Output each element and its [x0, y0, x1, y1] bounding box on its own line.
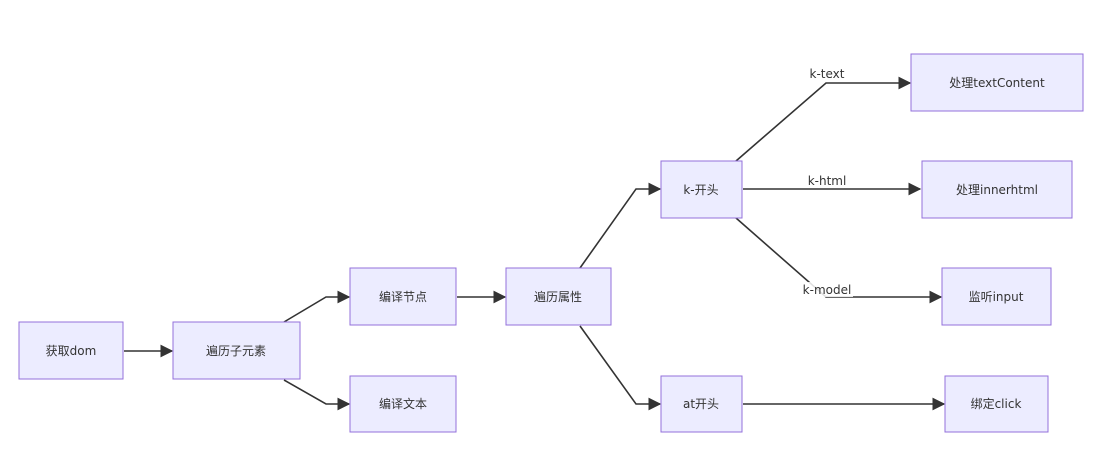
- edge-label-k-html: k-html: [806, 173, 848, 188]
- node-compile-text[interactable]: 编译文本: [349, 375, 457, 433]
- node-label: at开头: [683, 397, 719, 411]
- node-label: 编译节点: [379, 289, 427, 304]
- node-bind-click[interactable]: 绑定click: [944, 375, 1049, 433]
- edge-traverse-to-compile-text: [283, 379, 351, 411]
- node-listen-input[interactable]: 监听input: [941, 267, 1052, 326]
- node-label: 监听input: [969, 290, 1024, 304]
- node-label: 绑定click: [971, 396, 1022, 411]
- edge-label-text: k-html: [808, 174, 847, 188]
- node-label: 处理innerhtml: [956, 183, 1038, 197]
- node-label: 获取dom: [46, 344, 97, 358]
- node-compile-node[interactable]: 编译节点: [349, 267, 457, 326]
- node-label: 遍历子元素: [206, 344, 266, 358]
- node-label: 编译文本: [379, 396, 427, 411]
- node-label: 遍历属性: [534, 290, 582, 304]
- node-at-prefix[interactable]: at开头: [660, 375, 743, 433]
- node-k-prefix[interactable]: k-开头: [660, 160, 743, 219]
- node-traverse-children[interactable]: 遍历子元素: [172, 321, 301, 380]
- node-handle-textcontent[interactable]: 处理textContent: [910, 53, 1084, 112]
- node-label: 处理textContent: [949, 76, 1045, 90]
- edge-attrs-to-k-prefix: [579, 182, 662, 269]
- node-label: k-开头: [683, 183, 718, 197]
- edge-label-k-text: k-text: [808, 66, 846, 81]
- node-traverse-attrs[interactable]: 遍历属性: [505, 267, 612, 326]
- edge-label-k-model: k-model: [801, 282, 853, 297]
- edge-label-text: k-text: [810, 67, 845, 81]
- edge-k-text: [735, 76, 912, 162]
- edge-label-text: k-model: [803, 283, 852, 297]
- node-get-dom[interactable]: 获取dom: [18, 321, 124, 380]
- node-handle-innerhtml[interactable]: 处理innerhtml: [921, 160, 1073, 219]
- edge-traverse-to-compile-node: [283, 290, 351, 323]
- edge-attrs-to-at-prefix: [579, 325, 662, 411]
